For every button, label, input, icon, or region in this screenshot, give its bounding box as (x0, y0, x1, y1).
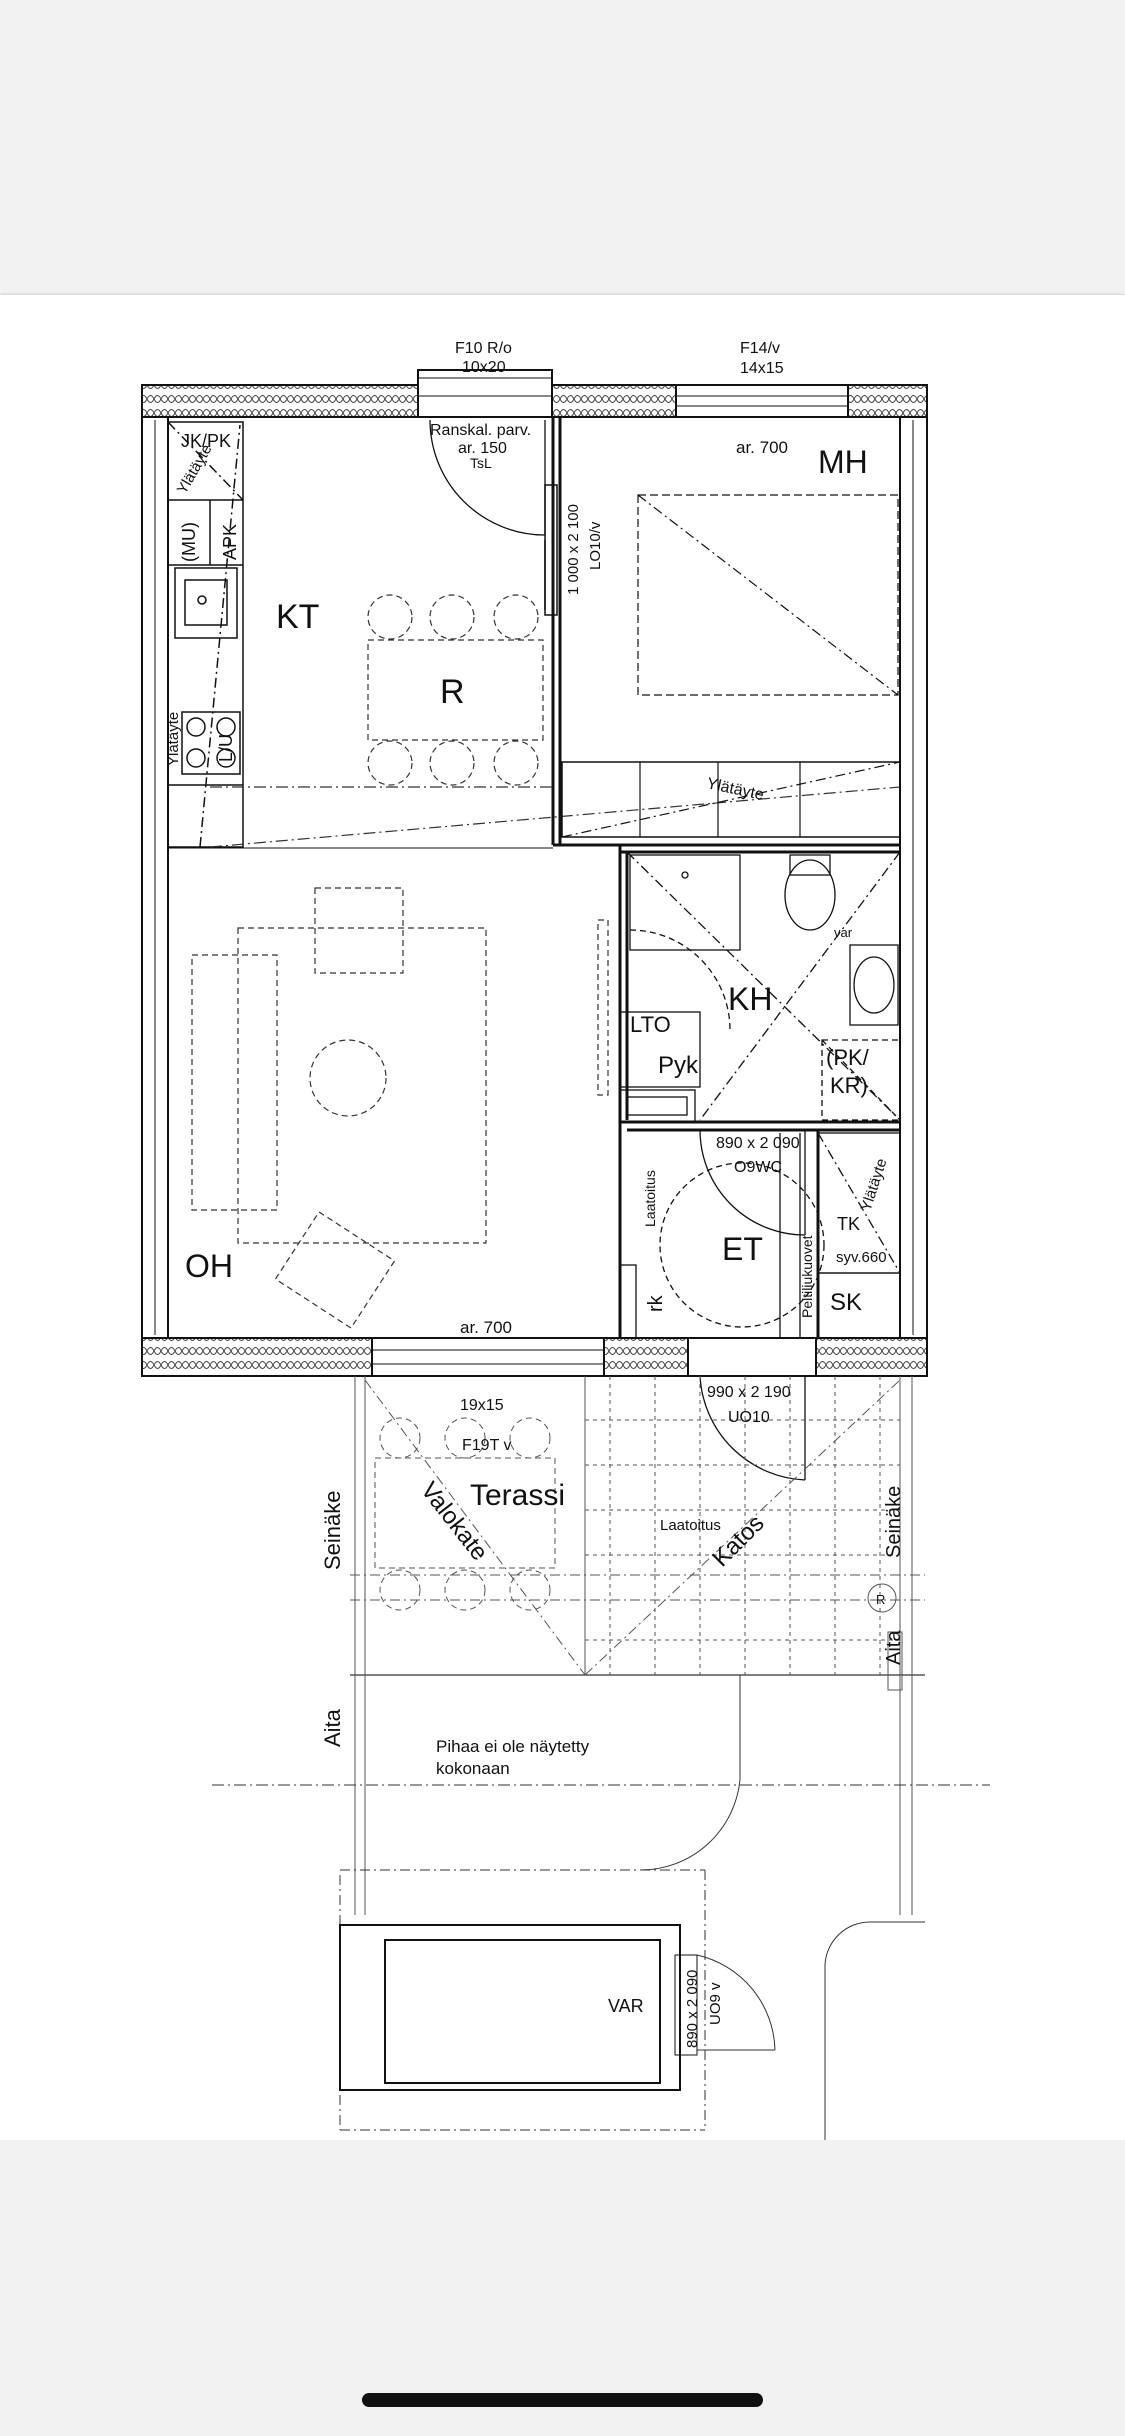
label-door-o9wc-2: O9WC (734, 1159, 782, 1176)
label-mu: (MU) (179, 522, 199, 562)
label-f14-2: 14x15 (740, 360, 784, 377)
room-label-oh: OH (185, 1248, 233, 1284)
room-label-pk-kr-1: (PK/ (826, 1045, 870, 1070)
label-jk-pk: JK/PK (181, 431, 231, 451)
room-label-kt: KT (276, 598, 319, 636)
room-label-mh: MH (818, 444, 868, 480)
label-pihaa-2: kokonaan (436, 1759, 510, 1778)
label-laatoitus-2: Laatoitus (660, 1517, 721, 1534)
room-label-pyk: Pyk (658, 1052, 699, 1079)
top-margin (0, 0, 1125, 295)
label-ranskal-3: TsL (470, 455, 492, 471)
exterior-walls (141, 384, 928, 1377)
interior-walls (168, 417, 901, 1338)
terrace-area (350, 1376, 925, 1915)
label-door-uo9-2: UO9 v (707, 1982, 724, 2025)
label-f10-1: F10 R/o (455, 340, 512, 357)
dining-table (209, 594, 901, 848)
label-f19-1: 19x15 (460, 1397, 504, 1414)
bedroom-furniture (561, 494, 901, 838)
windows (371, 369, 849, 1377)
label-ar700-mh: ar. 700 (736, 438, 788, 457)
label-laatoitus-1: Laatoitus (642, 1170, 658, 1227)
room-label-pk-kr-2: KR) (830, 1073, 868, 1098)
entrance-door-lo10 (544, 484, 558, 616)
room-label-terassi: Terassi (470, 1479, 565, 1512)
yard-and-storage (212, 1675, 990, 2140)
window-labels: F10 R/o 10x20 F14/v 14x15 19x15 F19T v (455, 340, 784, 1454)
home-indicator[interactable] (362, 2393, 763, 2407)
label-syv: syv.660 (836, 1249, 887, 1266)
floor-plan-drawing: KT R MH OH KH ET LTO Pyk (PK/ KR) TK SK … (141, 340, 990, 2140)
label-ylataytte-3: Ylätäyte (705, 775, 765, 804)
kitchen-counter (167, 421, 244, 848)
label-f10-2: 10x20 (462, 359, 506, 376)
room-label-lto: LTO (630, 1012, 671, 1037)
label-door-uo10-2: UO10 (728, 1409, 770, 1426)
fixture-labels: JK/PK APK (MU) L/U var syv.660 (179, 431, 887, 1266)
label-ranskal-1: Ranskal. parv. (430, 422, 531, 439)
room-label-kh: KH (728, 981, 772, 1017)
label-peltiliukuovet: Peltiliukuovet (799, 1235, 815, 1318)
room-label-et: ET (722, 1231, 763, 1267)
balcony-door-swing (429, 419, 546, 536)
label-var-small: var (834, 925, 853, 940)
label-apk: APK (220, 524, 240, 560)
room-label-rk: rk (645, 1294, 667, 1312)
room-label-tk: TK (837, 1214, 860, 1234)
room-label-r: R (440, 673, 465, 711)
label-door-uo10-1: 990 x 2 190 (707, 1384, 791, 1401)
entrance-fixtures (619, 1129, 901, 1339)
label-pihaa-1: Pihaa ei ole näytetty (436, 1737, 590, 1756)
room-labels: KT R MH OH KH ET LTO Pyk (PK/ KR) TK SK … (185, 444, 870, 2016)
door-uo10-swing (699, 1375, 806, 1481)
label-seinake-right: Seinäke (883, 1486, 905, 1558)
label-seinake-left: Seinäke (320, 1490, 345, 1570)
label-f14-1: F14/v (740, 340, 780, 357)
room-label-var: VAR (608, 1996, 644, 2016)
label-door-o9wc-1: 890 x 2 090 (716, 1135, 800, 1152)
label-ylataytte-2: Ylätäyte (165, 712, 182, 766)
living-room-furniture (191, 887, 609, 1329)
floor-plan-sheet: KT R MH OH KH ET LTO Pyk (PK/ KR) TK SK … (0, 295, 1125, 2140)
label-ylataytte-4: Ylätäyte (858, 1156, 891, 1213)
bottom-margin (0, 2140, 1125, 2436)
label-f19-2: F19T v (462, 1437, 512, 1454)
label-aita-right: Aita (883, 1630, 905, 1665)
label-r-mark: R (876, 1592, 885, 1607)
room-label-sk: SK (830, 1289, 862, 1316)
label-door-uo9-1: 890 x 2 090 (684, 1970, 701, 2048)
label-aita-left: Aita (320, 1708, 345, 1747)
label-ar700-oh: ar. 700 (460, 1318, 512, 1337)
label-ranskal-2: ar. 150 (458, 440, 507, 457)
label-door-lo10-1: 1 000 x 2 100 (565, 504, 582, 595)
label-door-lo10-2: LO10/v (587, 521, 604, 570)
bathroom-fixtures (619, 851, 901, 1123)
label-lu: L/U (216, 734, 236, 762)
